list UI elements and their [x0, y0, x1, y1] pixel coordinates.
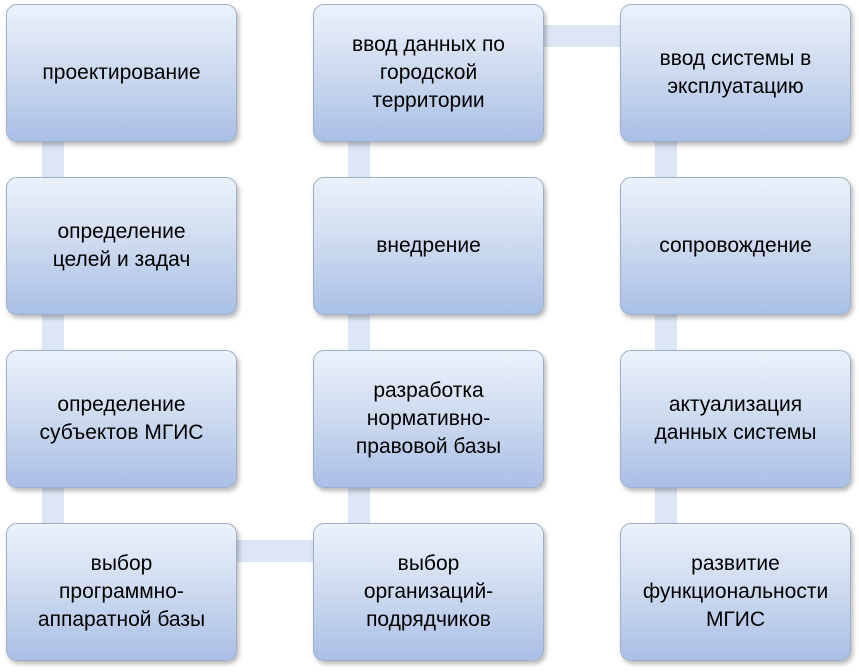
node-maintenance: сопровождение	[620, 177, 851, 315]
connector-n2-n3	[42, 313, 64, 353]
connector-n6-n7	[348, 313, 370, 353]
connector-n3-n4	[42, 486, 64, 526]
connector-n8-n9	[542, 25, 622, 47]
node-label: внедрение	[376, 234, 481, 257]
connector-n5-n6	[348, 486, 370, 526]
node-label: сопровождение	[659, 234, 812, 257]
node-hardware-software-base: выбор программно- аппаратной базы	[6, 523, 237, 661]
node-label: проектирование	[42, 61, 201, 84]
connector-n11-n12	[655, 486, 677, 526]
connector-n4-n5	[236, 540, 314, 562]
node-label: ввод системы в эксплуатацию	[659, 47, 812, 98]
node-label: ввод данных по городской территории	[352, 33, 505, 112]
node-regulatory-framework: разработка нормативно- правовой базы	[313, 350, 544, 488]
node-urban-data-entry: ввод данных по городской территории	[313, 4, 544, 142]
node-functionality-development: развитие функциональности МГИС	[620, 523, 851, 661]
node-implementation: внедрение	[313, 177, 544, 315]
connector-n9-n10	[655, 140, 677, 180]
node-label: актуализация данных системы	[654, 393, 817, 444]
connector-n7-n8	[348, 140, 370, 180]
node-label: разработка нормативно- правовой базы	[355, 379, 502, 458]
node-label: определение целей и задач	[52, 220, 191, 271]
node-mgis-subjects: определение субъектов МГИС	[6, 350, 237, 488]
connector-n10-n11	[655, 313, 677, 353]
node-label: выбор программно- аппаратной базы	[37, 552, 206, 631]
connector-n1-n2	[42, 140, 64, 180]
node-contractor-selection: выбор организаций- подрядчиков	[313, 523, 544, 661]
node-goals-and-tasks: определение целей и задач	[6, 177, 237, 315]
node-label: определение субъектов МГИС	[39, 393, 204, 444]
node-label: выбор организаций- подрядчиков	[363, 552, 494, 631]
node-data-update: актуализация данных системы	[620, 350, 851, 488]
node-design: проектирование	[6, 4, 237, 142]
node-label: развитие функциональности МГИС	[642, 552, 829, 631]
node-commissioning: ввод системы в эксплуатацию	[620, 4, 851, 142]
